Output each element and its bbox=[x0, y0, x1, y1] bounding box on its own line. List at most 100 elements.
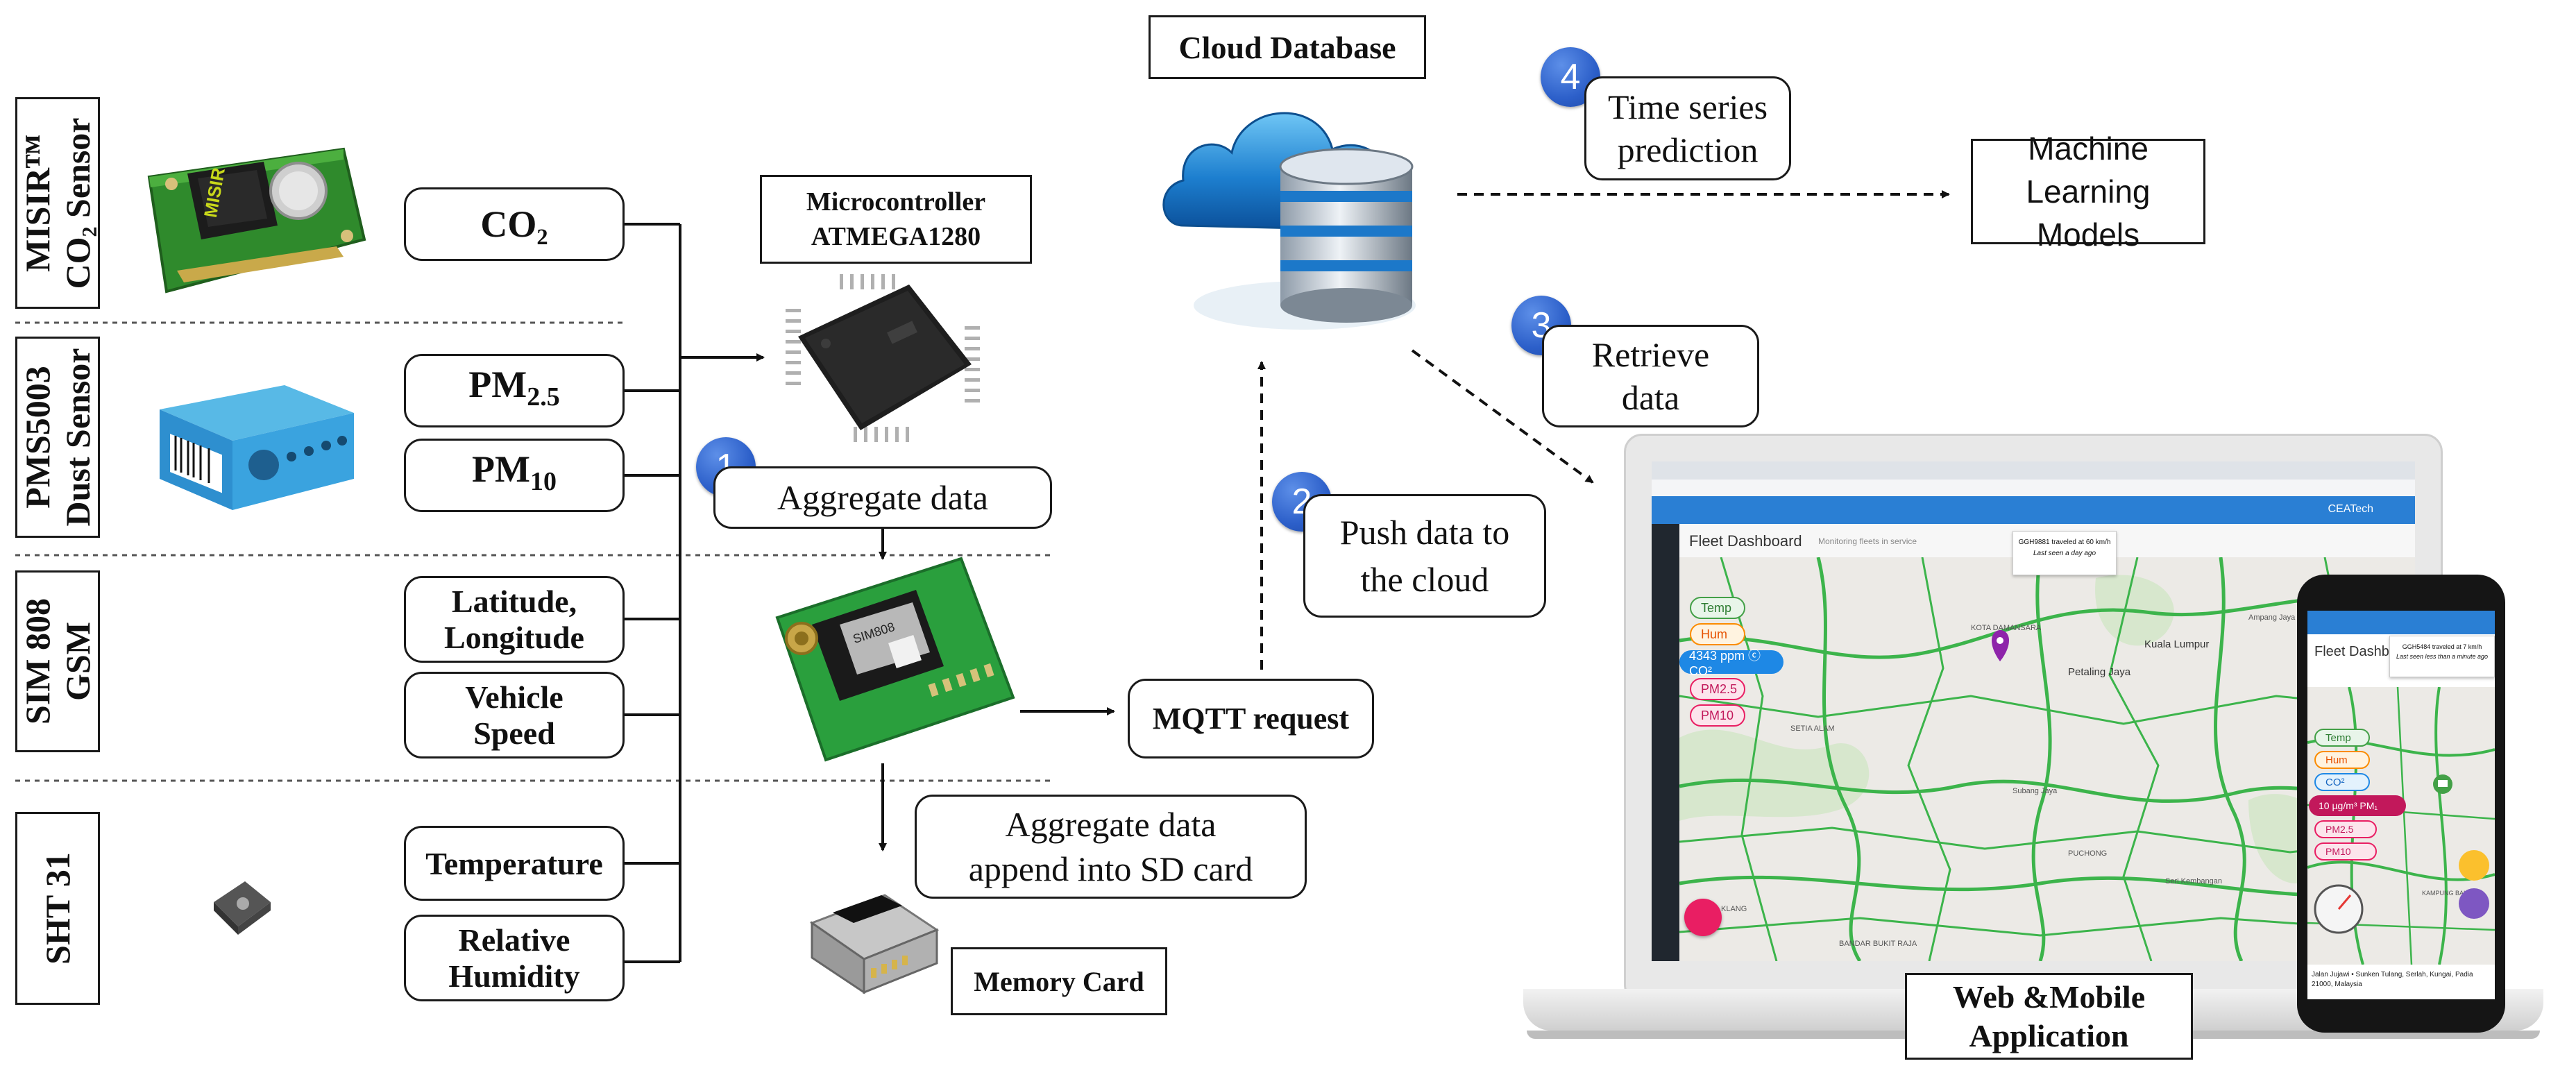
dashboard-title: Fleet Dashboard bbox=[1689, 532, 1802, 550]
pm25-base: PM bbox=[468, 364, 527, 406]
step-1-label-box: Aggregate data bbox=[713, 466, 1052, 529]
microcontroller-line2: ATMEGA1280 bbox=[811, 222, 981, 251]
humidity-label-line2: Humidity bbox=[448, 958, 580, 994]
phone-pm10-button[interactable]: PM10 bbox=[2314, 842, 2377, 861]
speed-label-line2: Speed bbox=[473, 715, 555, 751]
phone-hum-button[interactable]: Hum bbox=[2314, 751, 2370, 769]
map-place-2: Kuala Lumpur bbox=[2144, 638, 2209, 650]
phone-screen: Fleet Dashb GGH5484 traveled at 7 km/h L… bbox=[2307, 611, 2495, 999]
phone-co2-button[interactable]: CO² bbox=[2314, 773, 2370, 791]
temp-filter-label: Temp bbox=[1701, 600, 1732, 615]
pm10-reading-box: PM10 bbox=[404, 439, 625, 512]
co2-reading-box: CO₂ bbox=[404, 187, 625, 261]
phone-hum-label: Hum bbox=[2325, 754, 2348, 766]
sht-label: SHT 31 bbox=[15, 812, 100, 1005]
hum-filter-label: Hum bbox=[1701, 627, 1728, 641]
microcontroller-line1: Microcontroller bbox=[806, 187, 986, 217]
phone-chat-button[interactable] bbox=[2459, 888, 2489, 919]
web-mobile-line2: Application bbox=[1969, 1017, 2129, 1053]
map-marker-icon bbox=[1992, 630, 2009, 661]
step-1-label: Aggregate data bbox=[777, 478, 988, 517]
browser-addressbar bbox=[1652, 480, 2415, 497]
phone-pm25-label: PM2.5 bbox=[2325, 824, 2354, 835]
gsm-module-image: SIM808 bbox=[775, 557, 1015, 762]
co2-reading-value: 4343 ppm ⓒ CO² bbox=[1689, 648, 1761, 678]
map-place-4: SETIA ALAM bbox=[1790, 724, 1835, 733]
location-reading-box: Latitude,Longitude bbox=[404, 576, 625, 663]
pm10-filter-button[interactable]: PM10 bbox=[1690, 704, 1745, 727]
step-4-label-line2: prediction bbox=[1617, 130, 1759, 169]
sd-note-line2: append into SD card bbox=[968, 849, 1253, 888]
cloud-database-text: Cloud Database bbox=[1178, 29, 1396, 65]
memory-card-image bbox=[809, 894, 940, 994]
ml-models-line2: Learning Models bbox=[2026, 173, 2151, 253]
pm25-reading-box: PM2.5 bbox=[404, 354, 625, 427]
sd-card-note-box: Aggregate data append into SD card bbox=[915, 795, 1307, 899]
map-place-7: Seri Kembangan bbox=[2165, 877, 2222, 885]
co2-sensor-image: MISIR bbox=[147, 147, 366, 294]
microcontroller-chip-image bbox=[786, 274, 980, 442]
laptop-screen: CEATech Fleet Dashboard Monitoring fleet… bbox=[1652, 461, 2415, 961]
phone-map-label: KAMPUNG BAKONG bbox=[2422, 890, 2482, 897]
co2-reading-pill[interactable]: 4343 ppm ⓒ CO² bbox=[1679, 649, 1783, 678]
temperature-reading-box: Temperature bbox=[404, 826, 625, 901]
pm25-filter-button[interactable]: PM2.5 bbox=[1690, 678, 1745, 700]
pm10-sub: 10 bbox=[529, 466, 557, 496]
phone-pm25-button[interactable]: PM2.5 bbox=[2314, 820, 2377, 838]
toast-line1: GGH9881 traveled at 60 km/h bbox=[2018, 539, 2111, 546]
temperature-label: Temperature bbox=[425, 845, 603, 881]
step-3-label-line2: data bbox=[1621, 378, 1680, 417]
map-view: KOTA DAMANSARA Petaling Jaya Kuala Lumpu… bbox=[1679, 557, 2415, 961]
humidity-label-line1: Relative bbox=[458, 922, 570, 958]
phone-toast-line2: Last seen less than a minute ago bbox=[2396, 653, 2489, 660]
pm25-label: PM2.5 bbox=[468, 364, 559, 418]
ml-models-line1: Machine bbox=[2028, 130, 2149, 167]
database-cylinder bbox=[1279, 148, 1414, 323]
pm10-label: PM10 bbox=[472, 448, 557, 502]
phone-pm1-pill[interactable]: 10 µg/m³ PM₁ bbox=[2309, 795, 2406, 816]
sd-note-line1: Aggregate data bbox=[1005, 805, 1217, 844]
longitude-label: Longitude bbox=[444, 619, 584, 655]
co2-label: CO₂ bbox=[480, 203, 548, 245]
pm25-sub: 2.5 bbox=[527, 382, 560, 412]
step-4-label-line1: Time series bbox=[1607, 87, 1768, 126]
topbar-user: CEATech bbox=[2328, 503, 2373, 515]
phone-temp-button[interactable]: Temp bbox=[2314, 729, 2370, 747]
cloud-database-label: Cloud Database bbox=[1149, 15, 1426, 79]
navigate-fab[interactable] bbox=[1684, 899, 1722, 936]
dashboard-toast: GGH9881 traveled at 60 km/h Last seen a … bbox=[2012, 531, 2117, 575]
phone-temp-label: Temp bbox=[2325, 731, 2351, 744]
pm10-base: PM bbox=[472, 448, 530, 491]
hum-filter-button[interactable]: Hum bbox=[1690, 623, 1745, 645]
cloud-database-icon bbox=[1162, 112, 1416, 330]
step-4-label-box: Time series prediction bbox=[1584, 76, 1791, 180]
pm25-filter-label: PM2.5 bbox=[1701, 681, 1738, 696]
phone-pm1-value: 10 µg/m³ PM₁ bbox=[2319, 800, 2378, 811]
map-place-6: PUCHONG bbox=[2068, 849, 2107, 858]
temp-filter-button[interactable]: Temp bbox=[1690, 597, 1745, 619]
speedometer-icon bbox=[2314, 884, 2364, 934]
memory-card-text: Memory Card bbox=[974, 965, 1144, 997]
step-2-label-line2: the cloud bbox=[1360, 560, 1489, 599]
map-place-1: Petaling Jaya bbox=[2068, 666, 2131, 678]
step-4-number: 4 bbox=[1560, 57, 1581, 97]
map-place-5: Subang Jaya bbox=[2012, 787, 2058, 795]
latitude-label: Latitude, bbox=[451, 583, 577, 619]
temperature-sensor-image bbox=[214, 881, 271, 935]
map-place-3: Ampang Jaya bbox=[2248, 613, 2296, 622]
pm10-filter-label: PM10 bbox=[1701, 708, 1734, 722]
dust-sensor-image bbox=[160, 385, 354, 510]
map-place-9: BANDAR BUKIT RAJA bbox=[1839, 940, 1917, 948]
phone-fast-forward-button[interactable] bbox=[2459, 850, 2489, 881]
mqtt-request-box: MQTT request bbox=[1128, 679, 1374, 758]
phone-title: Fleet Dashb bbox=[2314, 644, 2389, 659]
